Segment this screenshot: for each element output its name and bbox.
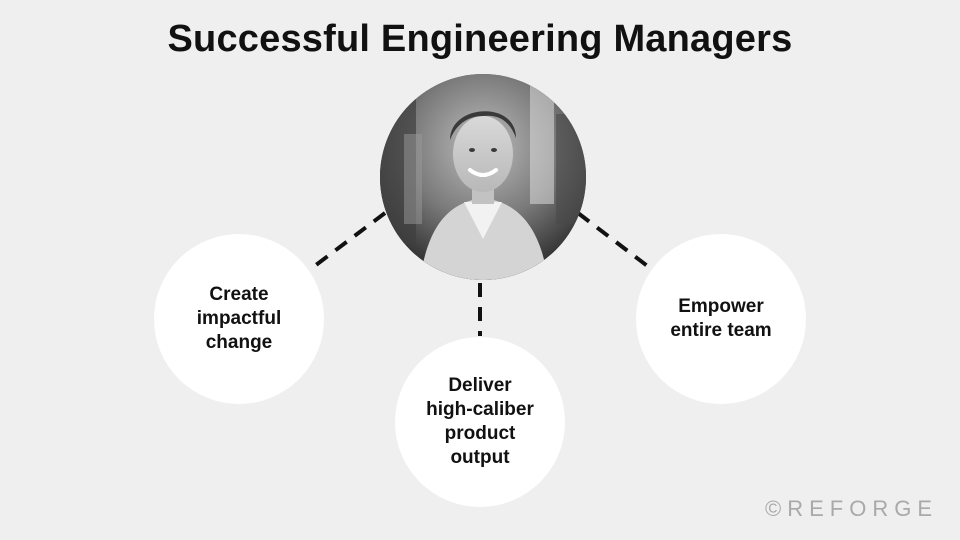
node-create-impactful-change: Create impactful change — [154, 234, 324, 404]
slide-title: Successful Engineering Managers — [167, 18, 793, 60]
brand-logo: ©REFORGE — [765, 496, 938, 521]
connector-right — [576, 211, 652, 270]
node-label-empower-entire-team: Empower entire team — [670, 296, 772, 341]
connector-left — [310, 211, 387, 270]
node-label-create-impactful-change: Create impactful change — [196, 284, 282, 353]
node-empower-entire-team: Empower entire team — [636, 234, 806, 404]
node-deliver-product-output: Deliver high-caliber product output — [395, 337, 565, 507]
portrait-photo — [380, 74, 586, 280]
node-label-deliver-product-output: Deliver high-caliber product output — [426, 375, 534, 468]
